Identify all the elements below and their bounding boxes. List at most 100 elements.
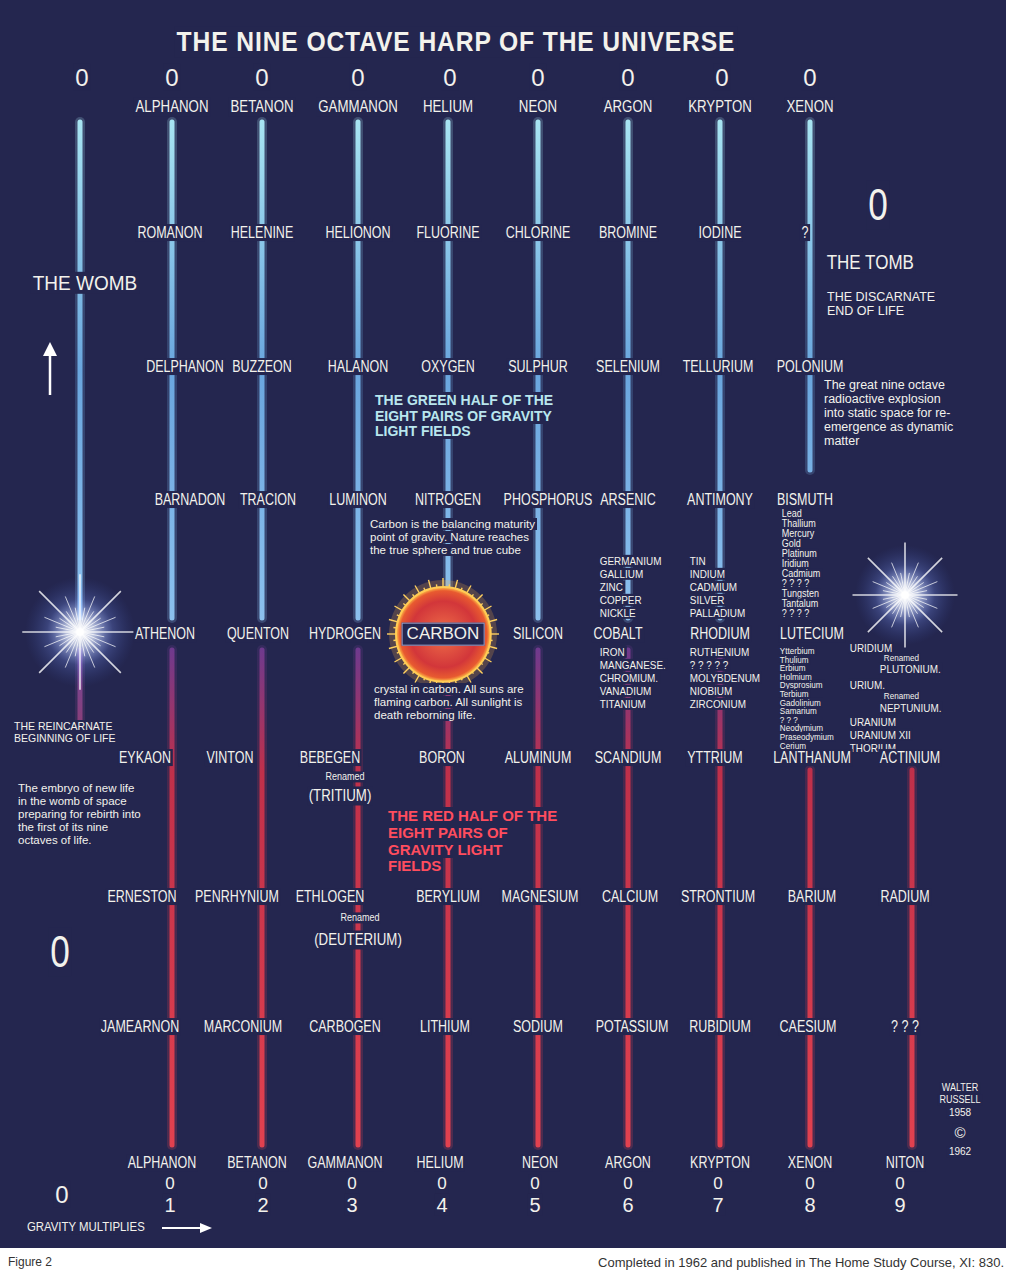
- octave-number: 3: [344, 1194, 359, 1216]
- element-name-box: NITON: [884, 1154, 926, 1172]
- element-name: GAMMANON: [306, 1154, 384, 1171]
- octave-zero-box: 0: [345, 1174, 358, 1193]
- element-name: URIUM.: [848, 679, 887, 691]
- element-name-box: ATHENON: [133, 625, 196, 643]
- element-name-box: STRONTIUM: [679, 888, 756, 906]
- element-name: HELENINE: [229, 224, 295, 241]
- region-title-box: THE REINCARNATE BEGINNING OF LIFE: [12, 721, 142, 745]
- element-name: QUENTON: [225, 625, 290, 642]
- octave-number: 2: [255, 1194, 270, 1216]
- element-name-box: ALPHANON: [126, 1154, 198, 1172]
- star-ray: [79, 574, 81, 628]
- element-name: XENON: [785, 97, 835, 116]
- element-name: ? ? ?: [890, 1018, 921, 1035]
- element-name-box: GERMANIUM: [598, 555, 663, 567]
- element-name: HELIUM: [415, 1154, 465, 1171]
- star-ray: [893, 576, 903, 591]
- star-ray: [83, 635, 121, 673]
- element-name-box: INDIUM: [688, 568, 727, 580]
- note: crystal in carbon. All suns are flaming …: [372, 683, 526, 721]
- element-name: PHOSPHORUS: [502, 491, 594, 508]
- zero-mark: 0: [53, 1181, 70, 1208]
- element-name: ? ? ? ? ?: [688, 659, 730, 671]
- element-name-box: IRON: [598, 646, 626, 658]
- signature: WALTER: [940, 1082, 980, 1093]
- element-name: PALLADIUM: [688, 607, 747, 619]
- element-name-box: LANTHANUM: [772, 749, 853, 767]
- element-name-box: MOLYBDENUM: [688, 672, 762, 684]
- region-title-box: THE WOMB: [31, 272, 139, 294]
- signature: 1962: [947, 1146, 973, 1157]
- element-name-box: ERNESTON: [106, 888, 178, 906]
- octave-number-box: 9: [892, 1194, 907, 1216]
- star-ray: [906, 599, 910, 617]
- note-box: Carbon is the balancing maturity point o…: [368, 518, 538, 557]
- octave-zero-box: 0: [163, 1174, 176, 1193]
- element-name: HELIUM: [421, 97, 474, 116]
- element-name-box: CARBOGEN: [308, 1018, 383, 1036]
- octave-number-box: 3: [344, 1194, 359, 1216]
- element-name-box: LITHIUM: [418, 1018, 471, 1036]
- octave-number: 8: [802, 1194, 817, 1216]
- note: Carbon is the balancing maturity point o…: [368, 518, 537, 556]
- region-title-box: THE TOMB: [825, 251, 916, 273]
- caption-box: Completed in 1962 and published in The H…: [596, 1256, 1006, 1271]
- star-ray: [909, 591, 927, 595]
- octave-zero: 0: [528, 1174, 541, 1193]
- octave-zero-box: 0: [621, 1174, 634, 1193]
- octave-zero-box: 0: [713, 65, 730, 92]
- octave-zero-box: 0: [435, 1174, 448, 1193]
- octave-zero: 0: [619, 64, 636, 91]
- element-name-box: DELPHANON: [145, 358, 226, 376]
- star-ray: [79, 636, 81, 690]
- element-name-box: PENRHYNIUM: [193, 888, 280, 906]
- element-name: INDIUM: [688, 568, 727, 580]
- element-name: PLUTONIUM.: [878, 663, 942, 675]
- figure-number-box: Figure 2: [6, 1256, 54, 1269]
- element-name: LANTHANUM: [772, 749, 853, 766]
- element-name: GAMMANON: [317, 97, 400, 116]
- element-name: TRACION: [238, 491, 297, 508]
- octave-zero-box: 0: [349, 65, 366, 92]
- octave-zero-box: 0: [256, 1174, 269, 1193]
- octave-zero-box: 0: [529, 65, 546, 92]
- element-name: CAESIUM: [778, 1018, 838, 1035]
- star-ray: [39, 591, 77, 629]
- rename-note: Renamed: [339, 912, 382, 923]
- octave-zero-box: 0: [801, 65, 818, 92]
- signature-box: 1958: [947, 1107, 973, 1118]
- starburst: [22, 574, 138, 690]
- element-name: BUZZEON: [231, 358, 294, 375]
- title-box: THE NINE OCTAVE HARP OF THE UNIVERSE: [175, 26, 737, 57]
- octave-zero: 0: [529, 64, 546, 91]
- octave-zero-box: 0: [619, 65, 636, 92]
- element-name: GERMANIUM: [598, 555, 663, 567]
- element-name: ZIRCONIUM: [688, 698, 748, 710]
- element-name: SODIUM: [511, 1018, 564, 1035]
- element-name-box: VINTON: [205, 749, 255, 767]
- star-ray: [65, 596, 78, 628]
- element-name-box: HELIUM: [415, 1154, 465, 1172]
- axis-label-box: GRAVITY MULTIPLIES: [25, 1221, 147, 1234]
- starburst: [853, 543, 958, 648]
- element-name: ERNESTON: [106, 888, 178, 905]
- element-name-box: PHOSPHORUS: [502, 491, 594, 509]
- octave-zero-box: 0: [253, 65, 270, 92]
- signature-box: 1962: [947, 1146, 973, 1157]
- octave-number: 6: [620, 1194, 635, 1216]
- sun-body: [396, 587, 491, 682]
- element-name-box: SCANDIUM: [593, 749, 663, 767]
- element-name-box: CALCIUM: [600, 888, 659, 906]
- signature-box: WALTER: [940, 1082, 980, 1093]
- string-glow: [907, 770, 917, 1145]
- signature: 1958: [947, 1107, 973, 1118]
- element-name-box: BARIUM: [786, 888, 838, 906]
- region-title: THE REINCARNATE BEGINNING OF LIFE: [12, 720, 118, 744]
- element-name-box: OXYGEN: [420, 358, 477, 376]
- element-name: NEON: [520, 1154, 559, 1171]
- octave-number-box: 1: [162, 1194, 177, 1216]
- star-ray: [907, 599, 919, 628]
- element-name: SULPHUR: [507, 358, 570, 375]
- element-name: ARSENIC: [599, 491, 658, 508]
